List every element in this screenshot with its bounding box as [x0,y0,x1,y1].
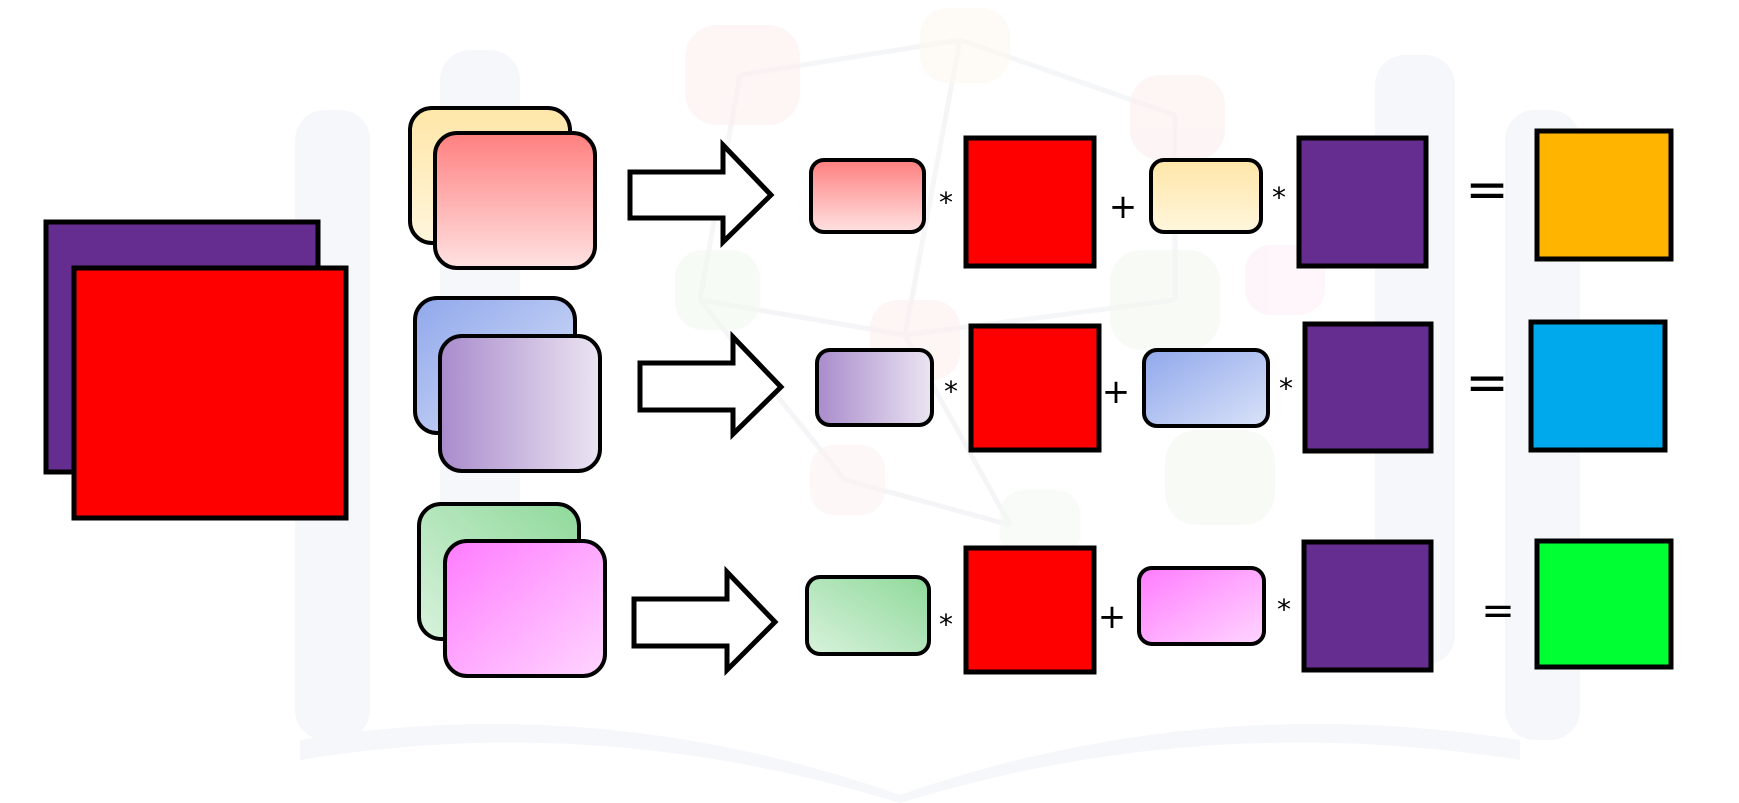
row-2-kernel-slice-front [815,348,934,427]
row-2-kernel-slice-back [1142,348,1270,428]
row-2-output [1528,319,1668,453]
row-3: * + * = [417,502,1674,678]
row-1-kernel-front [433,131,597,270]
row-2: * + * = [413,296,1668,473]
row-2-plus: + [1102,372,1131,412]
row-2-input-front [968,323,1102,453]
row-1-output [1534,128,1674,262]
row-3-arrow-icon [631,565,779,677]
row-2-kernel-front [438,334,602,473]
input-feature-maps [43,219,349,521]
row-1-input-front [963,135,1097,269]
row-1-kernel-slice-back [1149,158,1263,234]
row-3-multiply-1: * [939,608,953,641]
row-3-plus: + [1098,597,1127,637]
row-3-kernel-slice-front [1137,566,1266,646]
row-1-input-back [1296,135,1429,269]
row-3-output [1534,538,1674,670]
row-3-kernel-slice-back [805,575,931,656]
row-2-multiply-1: * [944,375,958,408]
row-3-input-back [1301,539,1434,673]
row-1-equals: = [1465,160,1509,220]
input-channel-front [71,265,349,521]
row-1: * + * = [408,106,1674,270]
row-2-arrow-icon [637,330,785,440]
row-1-multiply-2: * [1272,181,1286,214]
row-2-equals: = [1465,353,1509,413]
watermark-network-nodes [675,8,1325,560]
row-3-multiply-2: * [1277,593,1291,626]
row-2-multiply-2: * [1279,372,1293,405]
row-3-equals: = [1481,588,1515,634]
row-1-kernel-slice-front [809,158,926,234]
row-3-input-front [963,545,1097,675]
row-2-input-back [1302,321,1434,454]
row-1-plus: + [1109,187,1138,227]
row-3-kernel-front [443,539,607,678]
row-1-multiply-1: * [939,186,953,219]
row-1-arrow-icon [627,138,775,248]
watermark-book-base [300,723,1520,803]
